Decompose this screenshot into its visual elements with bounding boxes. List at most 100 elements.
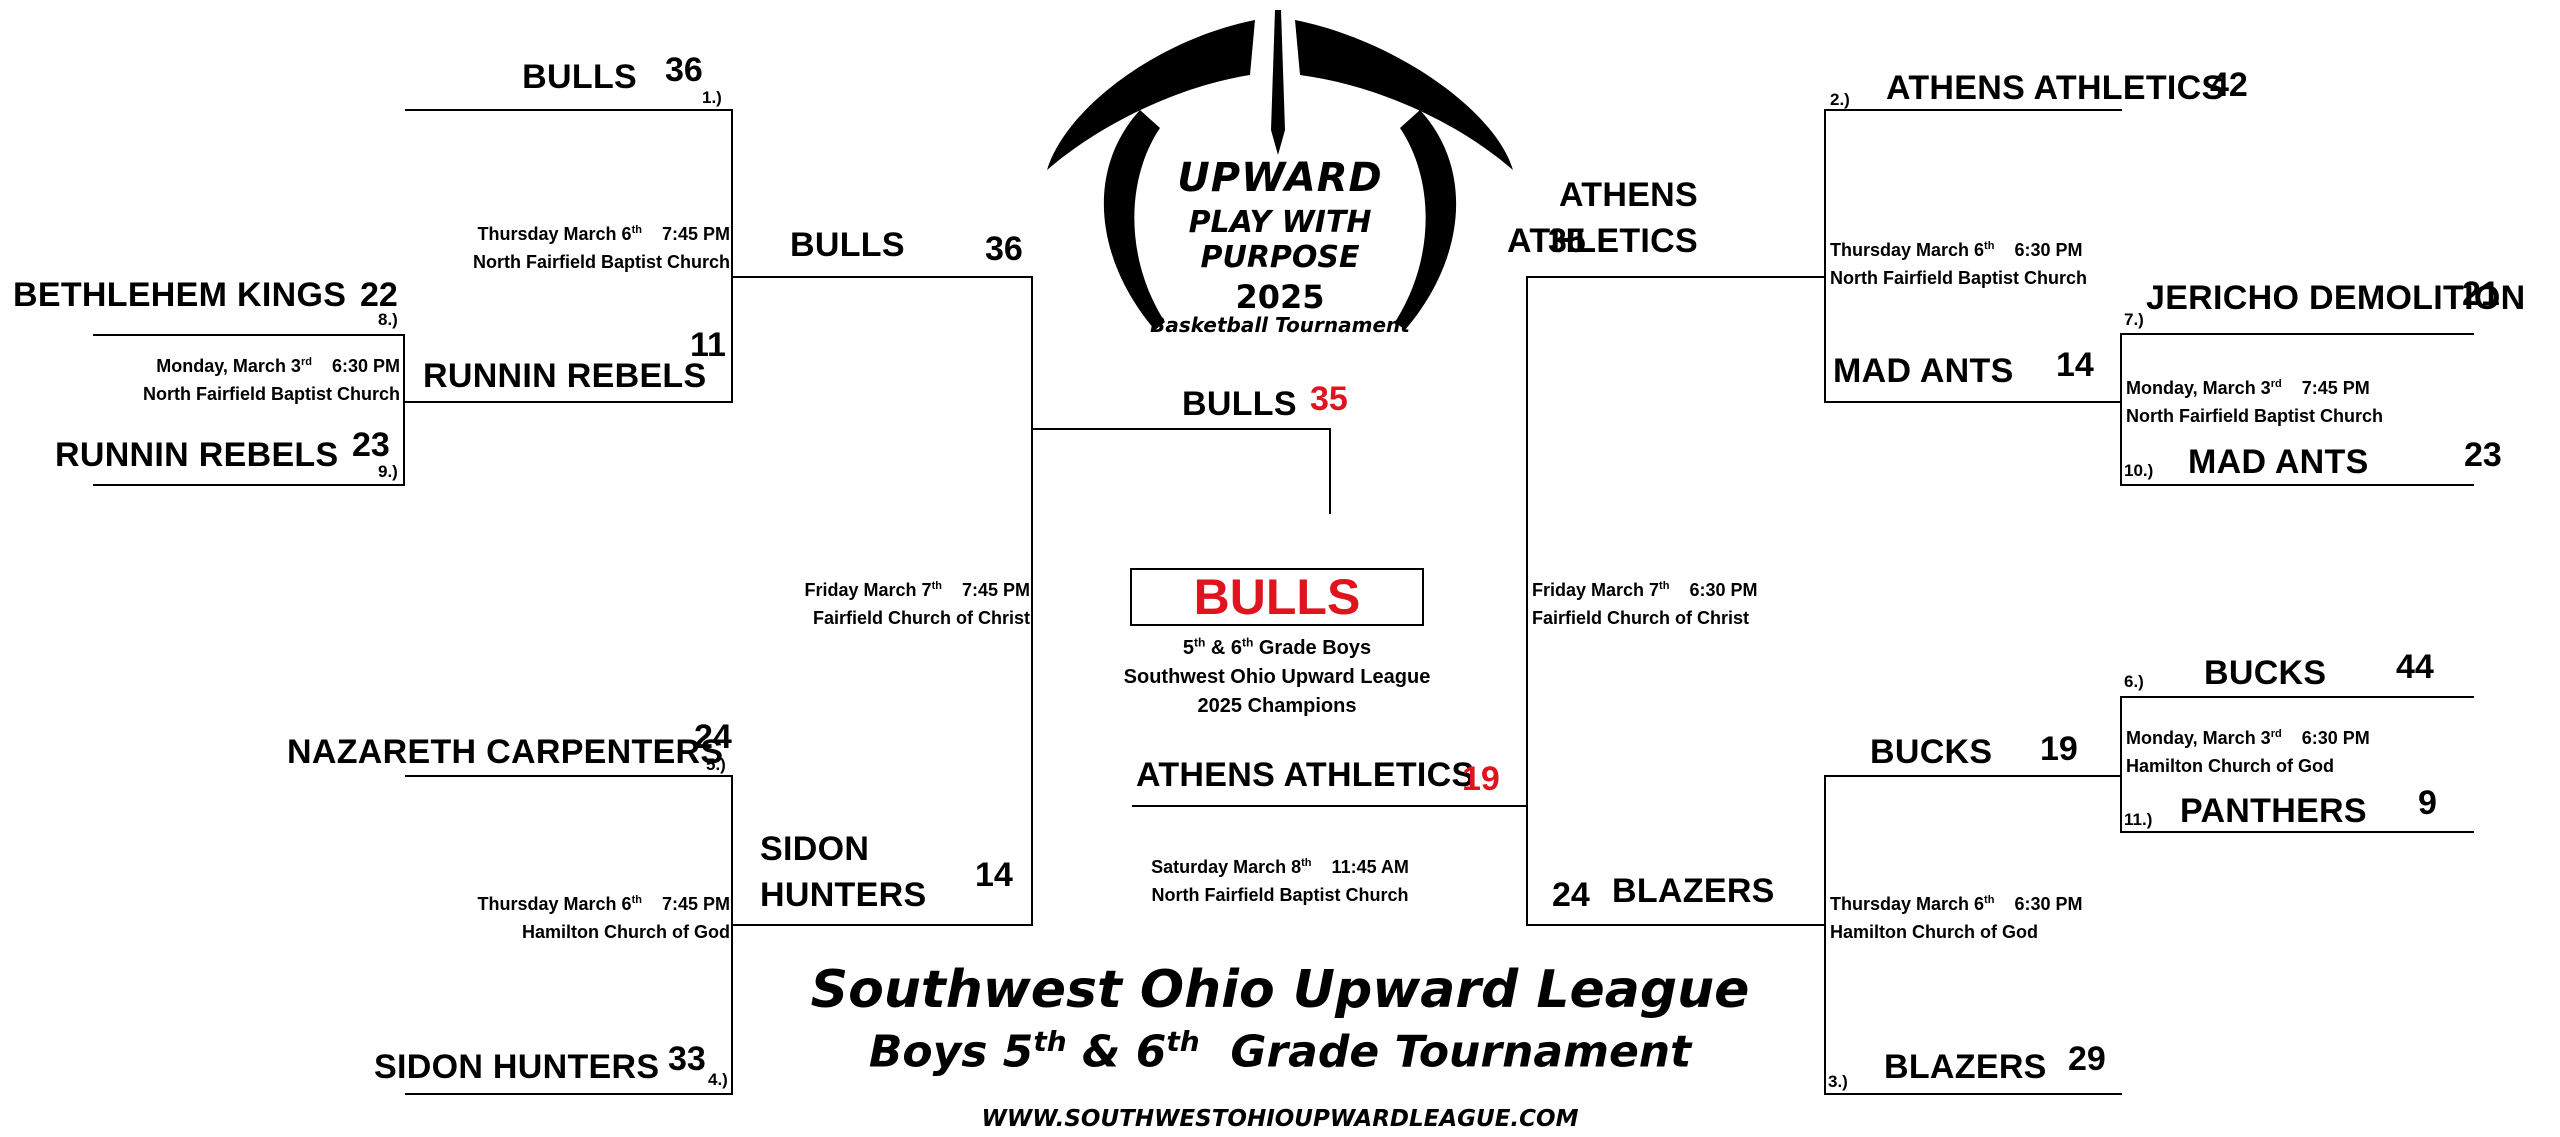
team-name-line: HUNTERS: [760, 876, 927, 914]
team-score: 19: [1462, 760, 1500, 798]
team-name: PANTHERS: [2180, 792, 2367, 830]
bracket-line: [2120, 333, 2122, 486]
bracket-line: [1329, 428, 1331, 514]
bracket-line: [1826, 109, 2122, 111]
seed-label: 11.): [2124, 810, 2153, 829]
team-score: 36: [985, 230, 1023, 268]
date-suffix: th: [631, 894, 642, 906]
grade-label: Grade Boys: [1253, 637, 1372, 659]
game-time: 7:45 PM: [2301, 378, 2370, 398]
champion-grade: 5th & 6th Grade Boys: [1080, 634, 1474, 663]
game-date: Thursday March 6: [477, 894, 632, 914]
bracket-line: [733, 276, 1033, 278]
bracket-line: [1031, 276, 1033, 926]
bracket-line: [731, 109, 733, 403]
basketball-swoosh-icon: [1047, 10, 1513, 330]
bracket-line: [93, 484, 405, 486]
subtitle-part: & 6: [1066, 1026, 1167, 1078]
game-info: Thursday March 6th 6:30 PM Hamilton Chur…: [1830, 890, 2082, 946]
game-venue: Fairfield Church of Christ: [812, 608, 1030, 628]
team-score: 44: [2396, 648, 2434, 686]
champion-box: BULLS: [1130, 568, 1424, 626]
bracket-line: [2120, 333, 2474, 335]
bracket-line: [2120, 696, 2122, 833]
team-name: BLAZERS: [1884, 1048, 2047, 1086]
date-suffix: rd: [2270, 378, 2282, 390]
bracket-line: [2120, 696, 2474, 698]
game-info: Thursday March 6th 7:45 PM Hamilton Chur…: [478, 890, 730, 946]
logo-brand: UPWARD: [1177, 155, 1383, 201]
bracket-line: [1528, 276, 1826, 278]
game-info: Thursday March 6th 7:45 PM North Fairfie…: [473, 220, 730, 276]
team-name: BETHLEHEM KINGS: [13, 276, 347, 314]
game-venue: North Fairfield Baptist Church: [472, 252, 730, 272]
game-info: Monday, March 3rd 6:30 PM Hamilton Churc…: [2126, 724, 2370, 780]
seed-label: 6.): [2124, 672, 2144, 691]
game-time: 7:45 PM: [661, 894, 730, 914]
date-suffix: th: [631, 224, 642, 236]
game-time: 6:30 PM: [331, 356, 400, 376]
team-name: BULLS: [1182, 385, 1297, 423]
game-date: Monday, March 3: [2126, 728, 2271, 748]
page-title: Southwest Ohio Upward League: [810, 960, 1750, 1020]
game-time: 6:30 PM: [2014, 894, 2083, 914]
game-info: Friday March 7th 6:30 PM Fairfield Churc…: [1532, 576, 1757, 632]
date-suffix: th: [1301, 857, 1312, 869]
champion-caption: 5th & 6th Grade Boys Southwest Ohio Upwa…: [1080, 634, 1474, 721]
bracket-line: [405, 401, 733, 403]
bracket-line: [2120, 484, 2474, 486]
team-score: 35: [1548, 222, 1586, 260]
team-score: 19: [2040, 730, 2078, 768]
team-name: BLAZERS: [1612, 872, 1775, 910]
logo-tagline-2: PURPOSE: [1200, 240, 1360, 275]
team-score: 29: [2068, 1040, 2106, 1078]
team-name: BUCKS: [1870, 733, 1993, 771]
grade-suffix: th: [1193, 635, 1206, 650]
team-name-line: ATHLETICS: [1507, 222, 1698, 260]
bracket-line: [1132, 805, 1528, 807]
seed-label: 9.): [378, 462, 398, 481]
team-score: 33: [668, 1040, 706, 1078]
team-name-line: SIDON: [760, 830, 870, 868]
grade-suffix: th: [1241, 635, 1254, 650]
game-date: Thursday March 6: [477, 224, 632, 244]
game-time: 6:30 PM: [2014, 240, 2083, 260]
website-link[interactable]: WWW.SOUTHWESTOHIOUPWARDLEAGUE.COM: [981, 1106, 1579, 1132]
team-name: JERICHO DEMOLITION: [2146, 279, 2526, 317]
bracket-line: [1824, 109, 1826, 403]
champion-league: Southwest Ohio Upward League: [1123, 666, 1431, 688]
bracket-line: [2120, 831, 2474, 833]
grade-number: 5: [1182, 637, 1194, 659]
game-info: Monday, March 3rd 7:45 PM North Fairfiel…: [2126, 374, 2383, 430]
bracket-line: [1526, 276, 1528, 926]
bracket-line: [405, 775, 733, 777]
subtitle-suffix: th: [1033, 1025, 1067, 1058]
bracket-line: [403, 334, 405, 486]
team-score: 24: [1552, 876, 1590, 914]
game-time: 6:30 PM: [1689, 580, 1758, 600]
seed-label: 4.): [708, 1070, 728, 1089]
date-suffix: th: [1984, 894, 1995, 906]
bracket-line: [1826, 401, 2122, 403]
game-time: 7:45 PM: [961, 580, 1030, 600]
game-date: Thursday March 6: [1830, 894, 1985, 914]
bracket-line: [733, 924, 1033, 926]
game-venue: Hamilton Church of God: [2126, 756, 2334, 776]
game-date: Saturday March 8: [1151, 857, 1302, 877]
team-score: 11: [690, 326, 726, 364]
game-date: Monday, March 3: [156, 356, 301, 376]
game-info: Thursday March 6th 6:30 PM North Fairfie…: [1830, 236, 2087, 292]
team-name: RUNNIN REBELS: [423, 357, 707, 395]
team-name-line: ATHENS: [1558, 176, 1698, 214]
game-venue: North Fairfield Baptist Church: [142, 384, 400, 404]
game-date: Friday March 7: [1532, 580, 1660, 600]
seed-label: 1.): [702, 88, 722, 107]
team-name: SIDON HUNTERS: [374, 1048, 660, 1086]
team-name: MAD ANTS: [1833, 352, 2014, 390]
bracket-line: [1826, 775, 2122, 777]
subtitle-part: Grade Tournament: [1199, 1026, 1692, 1078]
bracket-line: [93, 334, 405, 336]
bracket-line: [405, 109, 733, 111]
bracket-line: [405, 1093, 733, 1095]
team-score: 36: [665, 51, 703, 89]
